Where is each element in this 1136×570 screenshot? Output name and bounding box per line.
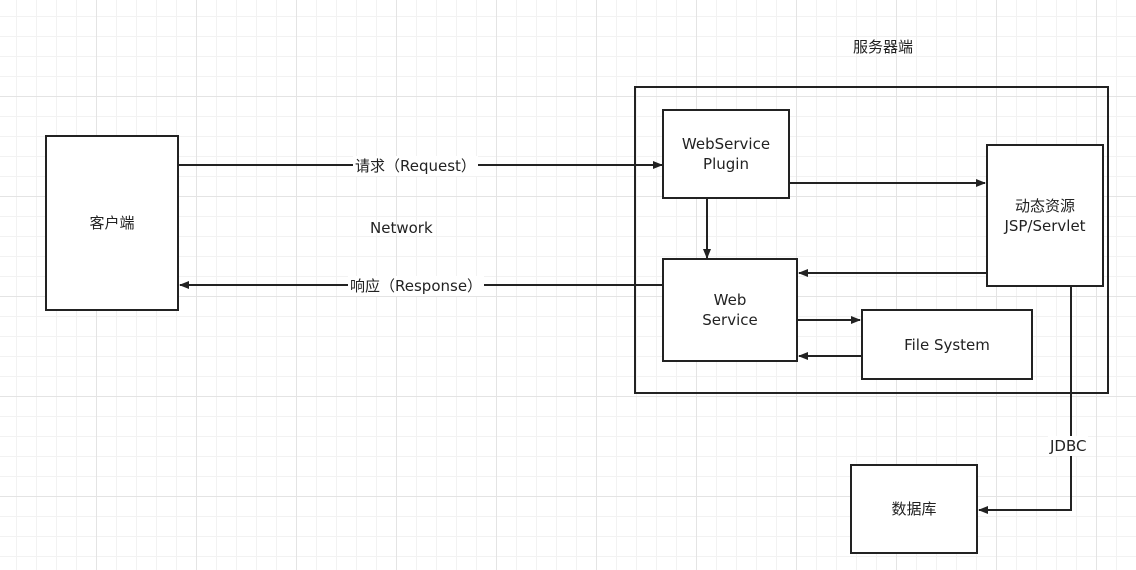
web-service-label: Web Service [702,291,758,329]
database-box[interactable]: 数据库 [850,464,978,554]
file-system-label: File System [904,335,990,354]
edge-jdbc [978,287,1072,514]
file-system-box[interactable]: File System [861,309,1033,380]
server-title: 服务器端 [853,38,914,56]
plugin-box[interactable]: WebService Plugin [662,109,790,199]
server-container [634,86,1109,394]
client-box[interactable]: 客户端 [45,135,179,311]
client-label: 客户端 [89,214,135,232]
request-label: 请求（Request） [353,156,478,176]
plugin-label: WebService Plugin [681,135,771,173]
network-label: Network [370,219,433,237]
database-label: 数据库 [891,500,937,518]
dynamic-resource-box[interactable]: 动态资源 JSP/Servlet [986,144,1104,287]
dynamic-resource-label: 动态资源 JSP/Servlet [1004,196,1086,235]
jdbc-label: JDBC [1048,436,1089,456]
response-label: 响应（Response） [348,276,485,296]
web-service-box[interactable]: Web Service [662,258,798,362]
